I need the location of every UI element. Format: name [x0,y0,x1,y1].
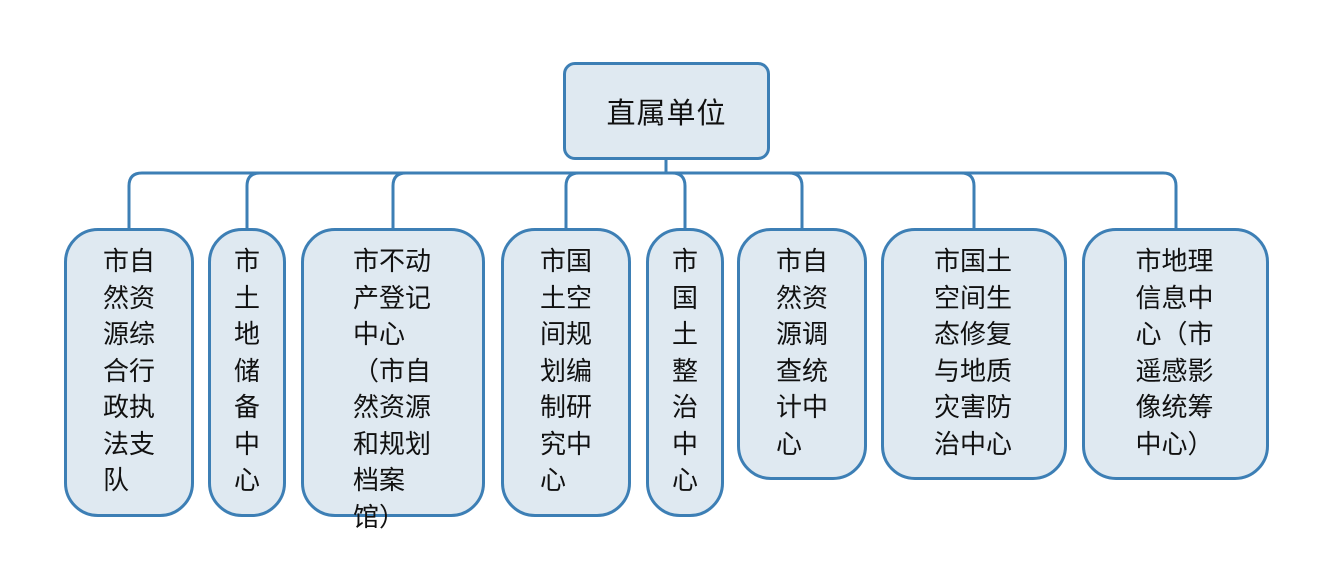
unit-node-geographic-information-center: 市地理信息中心（市遥感影像统筹中心） [1082,228,1269,480]
root-node-label: 直属单位 [606,96,727,130]
unit-node-label: 市不动产登记中心（市自然资源和规划档案馆） [353,247,432,533]
unit-node-label: 市国土空间生态修复与地质灾害防治中心 [934,247,1013,460]
unit-node-land-consolidation-center: 市国土整治中心 [646,228,724,517]
unit-node-land-reserve-center: 市土地储备中心 [208,228,286,517]
connector-unit-4 [666,171,687,228]
unit-node-spatial-planning-research-center: 市国土空间规划编制研究中心 [501,228,631,517]
connector-unit-7 [666,171,1178,228]
connector-unit-0 [127,171,666,228]
unit-node-label: 市国土空间规划编制研究中心 [540,247,593,496]
unit-node-label: 市国土整治中心 [672,247,699,496]
unit-node-real-estate-registration-center: 市不动产登记中心（市自然资源和规划档案馆） [301,228,485,533]
connector-unit-2 [391,171,666,228]
connector-unit-1 [245,171,666,228]
connector-unit-3 [564,171,666,228]
unit-node-label: 市自然资源综合行政执法支队 [103,247,156,496]
connector-unit-6 [666,171,976,228]
unit-node-label: 市土地储备中心 [234,247,261,496]
root-node: 直属单位 [563,62,770,160]
unit-node-label: 市地理信息中心（市遥感影像统筹中心） [1135,247,1214,460]
unit-node-ecological-restoration-center: 市国土空间生态修复与地质灾害防治中心 [881,228,1067,480]
unit-node-label: 市自然资源调查统计中心 [776,247,829,460]
unit-node-survey-statistics-center: 市自然资源调查统计中心 [737,228,867,480]
unit-node-enforcement-brigade: 市自然资源综合行政执法支队 [64,228,194,517]
